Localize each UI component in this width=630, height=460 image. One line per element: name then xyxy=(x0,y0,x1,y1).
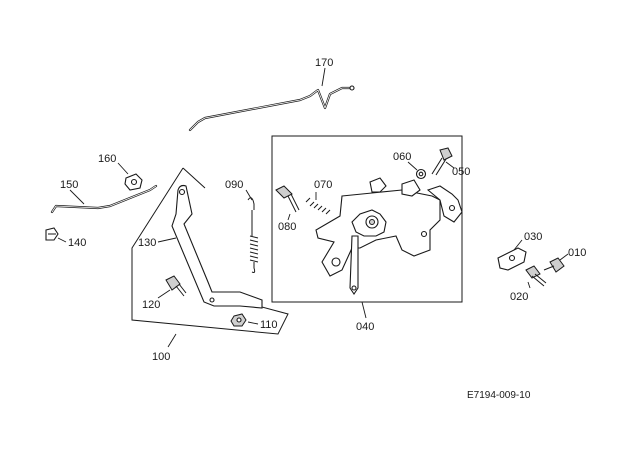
part-150-rod xyxy=(50,184,158,214)
part-120-bolt xyxy=(165,275,187,297)
part-040-bracket xyxy=(315,177,463,295)
leader-050 xyxy=(445,161,455,169)
callout-070: 070 xyxy=(314,179,332,191)
callout-150: 150 xyxy=(60,179,78,191)
leader-120 xyxy=(157,289,171,299)
callout-130: 130 xyxy=(138,237,156,249)
part-070-spring xyxy=(305,197,331,215)
leader-110 xyxy=(247,321,259,325)
callout-040: 040 xyxy=(356,321,374,333)
callout-160: 160 xyxy=(98,153,116,165)
part-010-bolt xyxy=(543,257,565,273)
part-140-clip xyxy=(45,227,59,241)
leader-060 xyxy=(407,161,418,171)
callout-120: 120 xyxy=(142,299,160,311)
part-090-spring xyxy=(247,197,259,273)
leader-090 xyxy=(245,189,253,201)
leader-100 xyxy=(167,333,177,348)
leader-080 xyxy=(287,213,291,221)
callout-060: 060 xyxy=(393,151,411,163)
part-030-plate xyxy=(497,247,527,271)
callout-100: 100 xyxy=(152,351,170,363)
leader-020 xyxy=(527,281,531,289)
figure-code: E7194-009-10 xyxy=(467,390,531,401)
part-080-bolt xyxy=(275,185,300,213)
part-170-cable xyxy=(188,85,355,132)
group-100-outline xyxy=(131,167,289,335)
part-020-bolt xyxy=(525,265,547,287)
callout-010: 010 xyxy=(568,247,586,259)
callout-020: 020 xyxy=(510,291,528,303)
leader-010 xyxy=(559,253,569,261)
callout-140: 140 xyxy=(68,237,86,249)
part-160-clip xyxy=(124,173,143,191)
leader-130 xyxy=(157,237,177,243)
leader-150 xyxy=(69,189,85,205)
leader-040 xyxy=(361,301,367,319)
group-040-box xyxy=(271,135,463,303)
callout-050: 050 xyxy=(452,166,470,178)
part-130-lever xyxy=(171,184,263,309)
leader-170 xyxy=(321,67,326,87)
callout-080: 080 xyxy=(278,221,296,233)
leader-160 xyxy=(117,162,129,175)
callout-090: 090 xyxy=(225,179,243,191)
callout-030: 030 xyxy=(524,231,542,243)
callout-170: 170 xyxy=(315,57,333,69)
leader-140 xyxy=(57,237,67,243)
part-050-bolt xyxy=(431,147,453,176)
callout-110: 110 xyxy=(260,319,278,331)
part-060-washer xyxy=(415,168,427,180)
part-110-nut xyxy=(230,313,247,327)
leader-030 xyxy=(513,239,523,251)
